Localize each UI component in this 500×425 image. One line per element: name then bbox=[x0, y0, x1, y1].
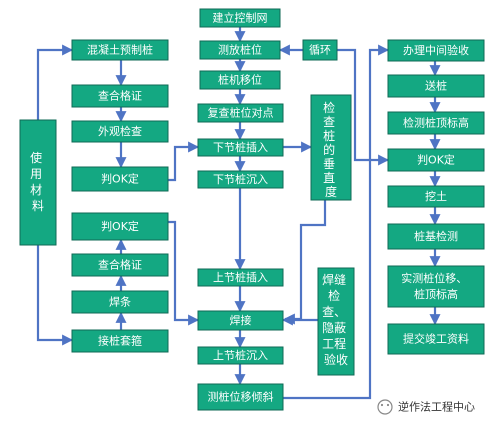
node-label: 桩基检测 bbox=[414, 229, 458, 243]
node-label: 测桩位移倾斜 bbox=[208, 390, 274, 404]
arrow-measure-to-acceptance bbox=[283, 44, 390, 400]
node-label: 下节桩插入 bbox=[213, 140, 268, 154]
node-check-pile-verticality: 检 查 桩 的 垂 直 度 bbox=[310, 94, 352, 201]
node-label: 复查桩位对点 bbox=[208, 106, 274, 120]
node-concrete-precast-pile: 混凝土预制桩 bbox=[71, 39, 169, 61]
node-pile-machine-shift: 桩机移位 bbox=[199, 70, 281, 90]
node-label: 检测桩顶标高 bbox=[403, 116, 469, 130]
node-deliver-pile: 送桩 bbox=[387, 74, 485, 98]
node-label: 送桩 bbox=[425, 79, 447, 93]
node-label: 查合格证 bbox=[98, 89, 142, 103]
node-setup-control-net: 建立控制网 bbox=[199, 8, 281, 28]
node-label: 上节桩沉入 bbox=[213, 348, 268, 362]
wechat-icon bbox=[377, 399, 393, 415]
node-label: 挖土 bbox=[425, 189, 447, 203]
node-welding-rod: 焊条 bbox=[71, 290, 169, 314]
node-use-materials: 使 用 材 料 bbox=[19, 119, 57, 246]
arrow-judge-to-weld bbox=[168, 220, 200, 326]
node-label: 使 用 材 料 bbox=[30, 150, 46, 213]
node-weld: 焊接 bbox=[197, 310, 284, 331]
node-label: 循环 bbox=[309, 44, 331, 57]
watermark-text: 逆作法工程中心 bbox=[398, 400, 475, 414]
node-label: 检 查 桩 的 垂 直 度 bbox=[323, 100, 339, 199]
node-label: 判OK定 bbox=[101, 219, 139, 233]
node-cycle: 循环 bbox=[302, 39, 338, 61]
node-check-pile-top-elevation: 检测桩顶标高 bbox=[387, 111, 485, 135]
node-label: 接桩套箍 bbox=[98, 334, 142, 348]
arrow-materials-to-precast bbox=[36, 44, 74, 120]
node-label: 焊条 bbox=[109, 295, 131, 309]
node-sink-upper-pile: 上节桩沉入 bbox=[197, 346, 284, 365]
node-visual-inspection: 外观检查 bbox=[71, 120, 169, 143]
node-foundation-pile-test: 桩基检测 bbox=[387, 223, 485, 250]
connectors bbox=[36, 27, 441, 400]
arrow-cycle-to-judge-ok-3 bbox=[337, 48, 390, 166]
node-insert-upper-pile: 上节桩插入 bbox=[197, 268, 284, 287]
node-label: 建立控制网 bbox=[213, 11, 268, 25]
node-insert-lower-pile: 下节桩插入 bbox=[197, 138, 284, 157]
node-label: 判OK定 bbox=[417, 153, 455, 167]
node-label: 上节桩插入 bbox=[213, 270, 268, 284]
node-check-certificate-1: 查合格证 bbox=[71, 84, 169, 108]
node-label: 下节桩沉入 bbox=[213, 172, 268, 186]
node-label: 焊缝 检 查、 隐蔽 工程 验收 bbox=[322, 272, 350, 367]
node-label: 测放桩位 bbox=[218, 43, 262, 57]
node-label: 实测桩位移、 桩顶标高 bbox=[401, 271, 471, 301]
node-judge-ok-1: 判OK定 bbox=[71, 166, 169, 192]
node-measure-pile-offset-tilt: 测桩位移倾斜 bbox=[197, 383, 284, 411]
node-weld-seam-inspection: 焊缝 检 查、 隐蔽 工程 验收 bbox=[317, 267, 355, 376]
node-label: 办理中间验收 bbox=[403, 43, 469, 57]
node-survey-pile-position: 测放桩位 bbox=[199, 40, 281, 60]
node-label: 查合格证 bbox=[98, 258, 142, 272]
arrow-judge-to-insert bbox=[168, 141, 200, 182]
node-label: 判OK定 bbox=[101, 172, 139, 186]
node-label: 混凝土预制桩 bbox=[87, 43, 153, 57]
node-judge-ok-2: 判OK定 bbox=[71, 212, 169, 241]
node-measure-offset-elevation: 实测桩位移、 桩顶标高 bbox=[387, 265, 485, 308]
node-recheck-pile-alignment: 复查桩位对点 bbox=[197, 103, 284, 123]
watermark: 逆作法工程中心 bbox=[377, 399, 475, 415]
node-excavation: 挖土 bbox=[387, 185, 485, 208]
node-check-certificate-2: 查合格证 bbox=[71, 253, 169, 277]
node-intermediate-acceptance: 办理中间验收 bbox=[387, 39, 485, 62]
node-label: 桩机移位 bbox=[218, 73, 262, 87]
node-judge-ok-3: 判OK定 bbox=[387, 148, 485, 172]
node-sink-lower-pile: 下节桩沉入 bbox=[197, 170, 284, 189]
node-label: 焊接 bbox=[230, 313, 252, 327]
node-submit-completion-docs: 提交竣工资料 bbox=[387, 323, 485, 355]
node-label: 提交竣工资料 bbox=[403, 332, 469, 346]
node-label: 外观检查 bbox=[98, 124, 142, 138]
arrow-materials-to-hoop bbox=[36, 245, 74, 346]
node-pile-joint-hoop: 接桩套箍 bbox=[71, 329, 169, 353]
